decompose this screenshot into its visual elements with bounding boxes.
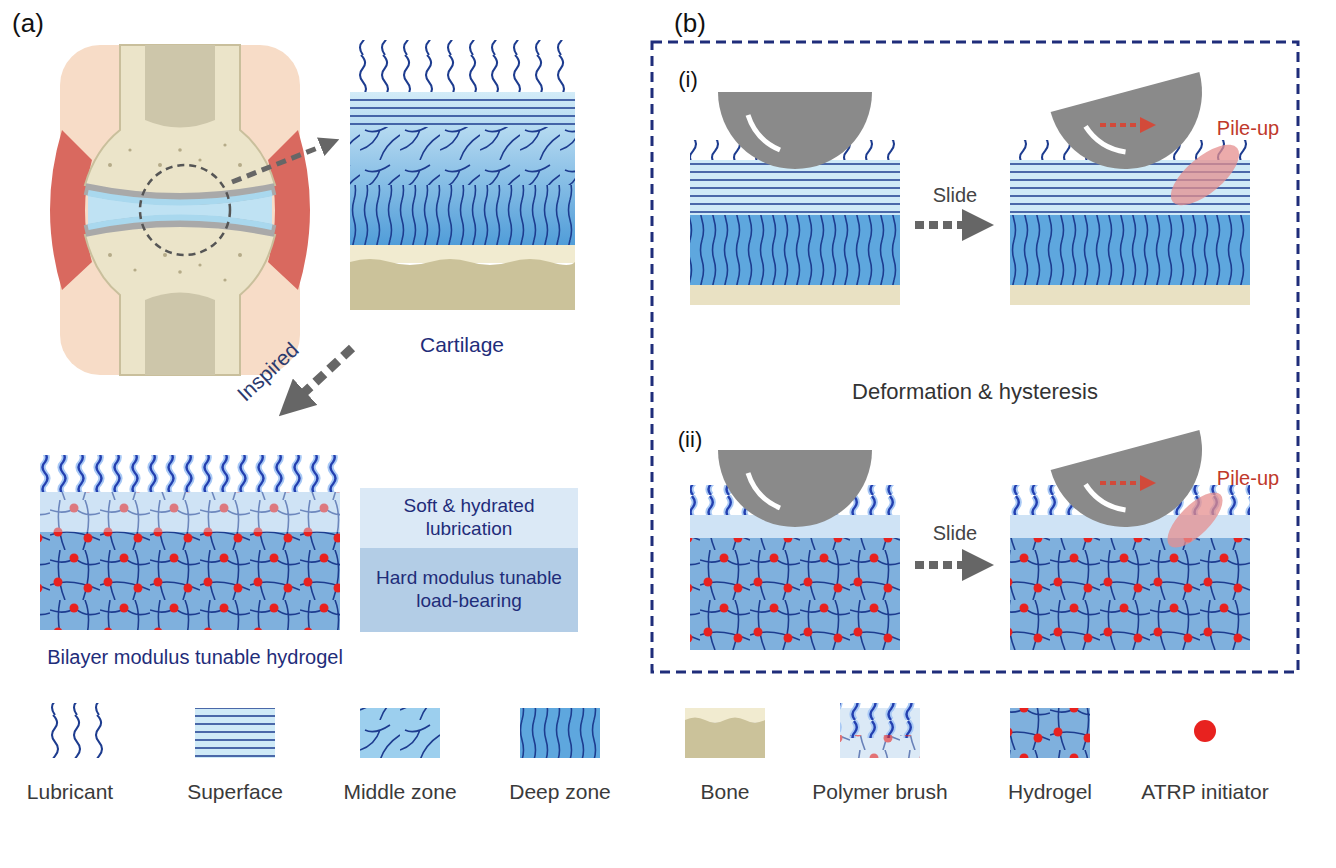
figure-label: Cartilage (420, 333, 504, 357)
panel-letter: (a) (12, 9, 44, 39)
arrow-label: Slide (933, 522, 977, 545)
slide-arrow (915, 221, 978, 229)
panel-letter: (b) (674, 9, 706, 39)
subpanel-label: (ii) (678, 427, 702, 452)
slide-arrow (915, 561, 978, 569)
knee-joint (50, 45, 310, 375)
box-label: Hard modulus tunable load-bearing (374, 567, 564, 613)
legend-label: ATRP initiator (1141, 780, 1269, 804)
layer-box: Soft & hydrated lubrication (360, 488, 578, 548)
legend-label: Superface (187, 780, 283, 804)
bilayer-hydrogel (40, 455, 340, 630)
legend-swatch (1194, 720, 1216, 742)
cartilage-contact (690, 92, 900, 305)
legend-label: Lubricant (27, 780, 113, 804)
hydrogel-contact (690, 450, 900, 650)
pile-up-label: Pile-up (1217, 117, 1279, 140)
panel-frame (652, 42, 1298, 672)
legend-samples (40, 703, 1090, 758)
legend-label: Deep zone (509, 780, 611, 804)
subpanel-label: (i) (678, 67, 698, 92)
legend-label: Middle zone (343, 780, 456, 804)
arrow-label: Slide (933, 184, 977, 207)
box-label: Soft & hydrated lubrication (374, 495, 564, 541)
legend-label: Polymer brush (812, 780, 947, 804)
zoom-arrow (232, 143, 330, 182)
figure-label: Bilayer modulus tunable hydrogel (47, 646, 343, 669)
caption-label: Deformation & hysteresis (852, 379, 1098, 404)
layer-box: Hard modulus tunable load-bearing (360, 548, 578, 632)
cartilage-section (350, 40, 575, 310)
legend-label: Hydrogel (1008, 780, 1092, 804)
legend-label: Bone (700, 780, 749, 804)
pile-up-label: Pile-up (1217, 467, 1279, 490)
cartilage-slide (1010, 72, 1250, 305)
hydrogel-slide (1010, 430, 1250, 650)
